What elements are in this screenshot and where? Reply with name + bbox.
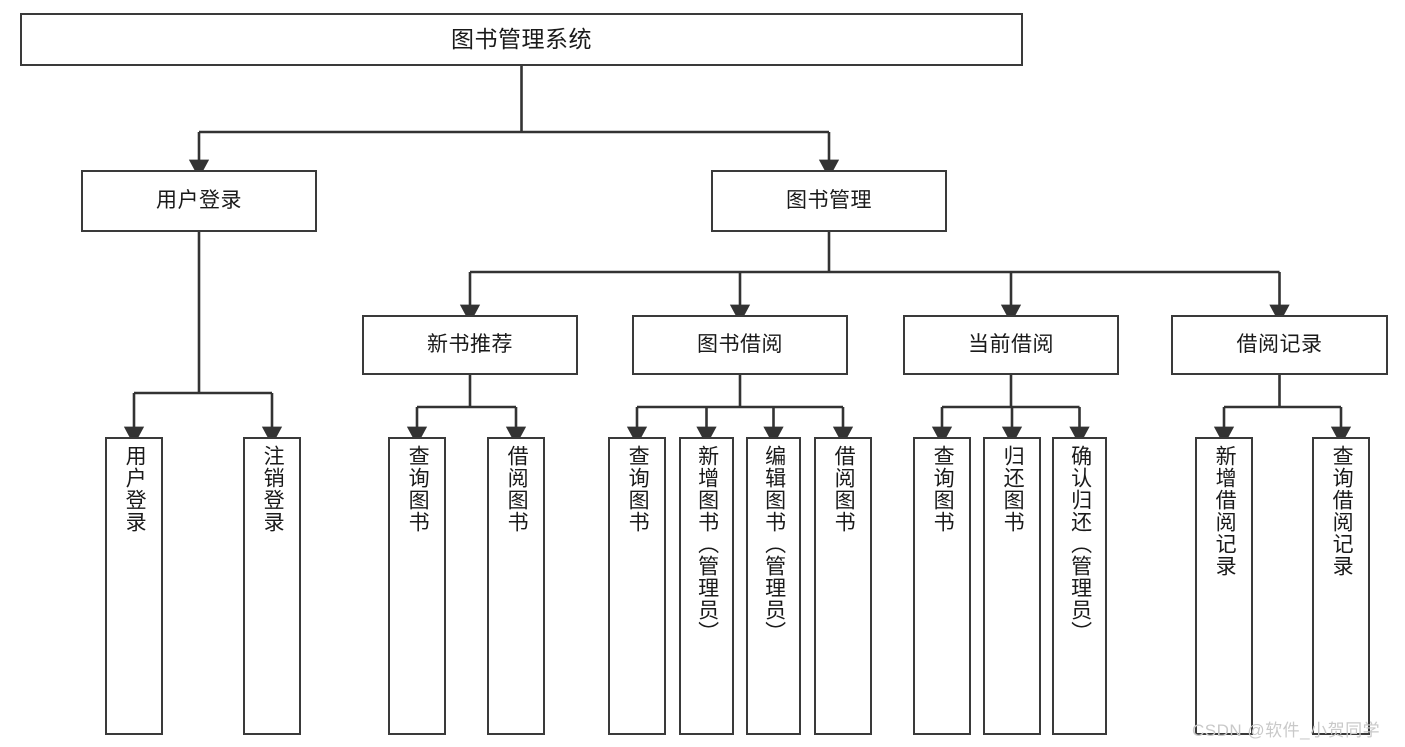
node-label: 用户登录 [123,445,147,533]
node-label: 图书管理 [786,188,872,212]
node-label: 当前借阅 [968,332,1054,356]
node-leaf-9[interactable]: 查询图书 [913,437,971,735]
tree-connectors [123,66,1352,446]
node-leaf-6[interactable]: 新增图书（管理员） [679,437,734,735]
node-label: 查询图书 [626,445,650,533]
node-label: 新书推荐 [427,332,513,356]
node-leaf-3[interactable]: 查询图书 [388,437,446,735]
node-leaf-10[interactable]: 归还图书 [983,437,1041,735]
node-leaf-5[interactable]: 查询图书 [608,437,666,735]
node-label: 图书管理系统 [451,25,592,52]
node-root[interactable]: 图书管理系统 [20,13,1023,66]
node-leaf-11[interactable]: 确认归还（管理员） [1052,437,1107,735]
node-leaf-4[interactable]: 借阅图书 [487,437,545,735]
node-label: 借阅图书 [505,445,529,533]
node-login[interactable]: 用户登录 [81,170,317,232]
node-leaf-8[interactable]: 借阅图书 [814,437,872,735]
node-leaf-2[interactable]: 注销登录 [243,437,301,735]
node-label: 查询图书 [931,445,955,533]
node-borrow[interactable]: 图书借阅 [632,315,848,375]
node-label: 借阅图书 [832,445,856,533]
node-label: 图书借阅 [697,332,783,356]
node-leaf-13[interactable]: 查询借阅记录 [1312,437,1370,735]
node-leaf-1[interactable]: 用户登录 [105,437,163,735]
node-label: 归还图书 [1001,445,1025,533]
node-newbook[interactable]: 新书推荐 [362,315,578,375]
node-bookmgmt[interactable]: 图书管理 [711,170,947,232]
node-leaf-7[interactable]: 编辑图书（管理员） [746,437,801,735]
node-leaf-12[interactable]: 新增借阅记录 [1195,437,1253,735]
node-label: 查询借阅记录 [1330,445,1354,577]
node-record[interactable]: 借阅记录 [1171,315,1388,375]
node-label: 编辑图书（管理员） [762,445,786,643]
node-label: 新增借阅记录 [1213,445,1237,577]
node-label: 注销登录 [261,445,285,533]
node-label: 用户登录 [156,188,242,212]
node-label: 查询图书 [406,445,430,533]
node-label: 新增图书（管理员） [695,445,719,643]
node-label: 借阅记录 [1236,332,1323,356]
node-current[interactable]: 当前借阅 [903,315,1119,375]
node-label: 确认归还（管理员） [1068,445,1092,643]
